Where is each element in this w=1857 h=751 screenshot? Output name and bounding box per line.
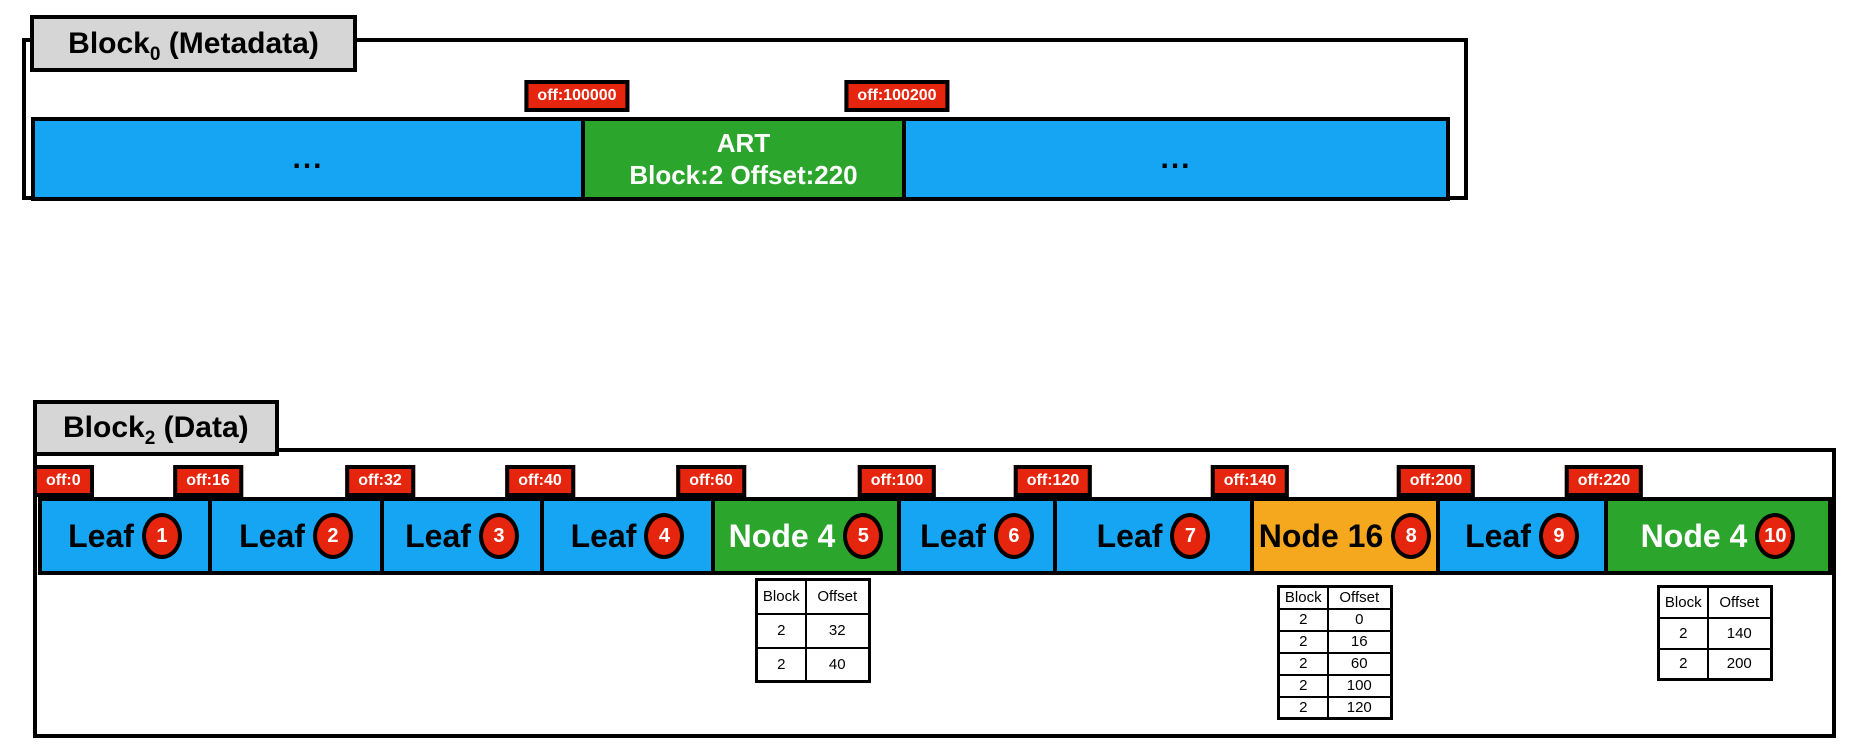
segment-label: Node 16 — [1258, 517, 1384, 554]
table-header-cell: Offset — [1326, 585, 1393, 610]
segment-number-badge: 3 — [478, 513, 519, 559]
offset-label-100: off:100 — [857, 465, 937, 497]
offset-label-220: off:220 — [1564, 465, 1644, 497]
segment-label: ... — [292, 142, 324, 175]
segment-number-badge: 2 — [312, 513, 353, 559]
table-cell: 2 — [1277, 695, 1329, 720]
block0-byte-bar: ... ART Block:2 Offset:220 ... — [31, 117, 1450, 201]
table-cell: 2 — [1657, 647, 1709, 681]
offset-label-200: off:200 — [1396, 465, 1476, 497]
segment-label: Node 4 — [1640, 517, 1748, 554]
art-pointer-value: Block:2 Offset:220 — [629, 160, 858, 190]
segment-node4-5: Node 4 5 — [711, 501, 897, 571]
segment-number-badge: 6 — [993, 513, 1034, 559]
table-cell: 200 — [1706, 647, 1773, 681]
table-cell: 2 — [1277, 651, 1329, 676]
table-cell: 100 — [1326, 673, 1393, 698]
table-header-cell: Block — [755, 578, 807, 615]
table-header-cell: Block — [1657, 585, 1709, 619]
segment-number-badge: 7 — [1170, 513, 1211, 559]
art-title: ART — [716, 127, 771, 158]
table-cell: 2 — [1277, 629, 1329, 654]
segment-leaf-3: Leaf 3 — [380, 501, 540, 571]
table-header-cell: Offset — [1706, 585, 1773, 619]
table-cell: 60 — [1326, 651, 1393, 676]
offset-label-32: off:32 — [345, 465, 415, 497]
segment-label: Leaf — [68, 517, 134, 554]
segment-number-badge: 8 — [1391, 513, 1432, 559]
offset-label-100200: off:100200 — [844, 80, 950, 112]
table-cell: 120 — [1326, 695, 1393, 720]
segment-node16-8: Node 16 8 — [1250, 501, 1436, 571]
offset-label-120: off:120 — [1013, 465, 1093, 497]
table-cell: 2 — [1277, 607, 1329, 632]
segment-leaf-2: Leaf 2 — [208, 501, 380, 571]
segment-number-badge: 1 — [141, 513, 182, 559]
table-cell: 32 — [804, 612, 871, 649]
table-cell: 2 — [755, 646, 807, 683]
segment-label: Leaf — [1465, 517, 1531, 554]
block2-title: Block2 (Data) — [33, 400, 279, 456]
segment-art-pointer: ART Block:2 Offset:220 — [581, 121, 902, 197]
table-cell: 2 — [1277, 673, 1329, 698]
table-cell: 16 — [1326, 629, 1393, 654]
segment-metadata-right: ... — [902, 121, 1446, 197]
segment-label: Node 4 — [728, 517, 836, 554]
segment-label: Leaf — [920, 517, 986, 554]
table-header-cell: Offset — [804, 578, 871, 615]
segment-leaf-4: Leaf 4 — [540, 501, 711, 571]
segment-label: ... — [1160, 142, 1192, 175]
table-cell: 2 — [1657, 616, 1709, 650]
segment-label: Leaf — [405, 517, 471, 554]
offset-label-140: off:140 — [1210, 465, 1290, 497]
segment-label: Leaf — [1096, 517, 1163, 554]
offset-label-16: off:16 — [173, 465, 243, 497]
segment-leaf-9: Leaf 9 — [1436, 501, 1604, 571]
segment-leaf-6: Leaf 6 — [897, 501, 1053, 571]
segment-number-badge: 5 — [843, 513, 884, 559]
segment-metadata-left: ... — [35, 121, 581, 197]
segment-label: ART Block:2 Offset:220 — [629, 127, 857, 192]
table-cell: 140 — [1706, 616, 1773, 650]
segment-number-badge: 10 — [1755, 513, 1796, 559]
offset-label-40: off:40 — [505, 465, 575, 497]
segment-number-badge: 9 — [1538, 513, 1579, 559]
segment-leaf-7: Leaf 7 — [1053, 501, 1250, 571]
block0-title: Block0 (Metadata) — [30, 15, 357, 72]
offset-label-100000: off:100000 — [524, 80, 630, 112]
block2-byte-bar: Leaf 1 Leaf 2 Leaf 3 Leaf 4 Node 4 5 Lea… — [38, 497, 1832, 575]
table-cell: 40 — [804, 646, 871, 683]
segment-label: Leaf — [570, 517, 637, 554]
offset-label-0: off:0 — [33, 465, 94, 497]
segment-node4-10: Node 4 10 — [1604, 501, 1828, 571]
table-cell: 0 — [1326, 607, 1393, 632]
table-header-cell: Block — [1277, 585, 1329, 610]
segment-label: Leaf — [239, 517, 305, 554]
segment-leaf-1: Leaf 1 — [42, 501, 208, 571]
table-cell: 2 — [755, 612, 807, 649]
segment-number-badge: 4 — [644, 513, 685, 559]
block0-title-text: Block0 (Metadata) — [68, 26, 319, 65]
offset-label-60: off:60 — [676, 465, 746, 497]
block2-title-text: Block2 (Data) — [63, 411, 249, 449]
